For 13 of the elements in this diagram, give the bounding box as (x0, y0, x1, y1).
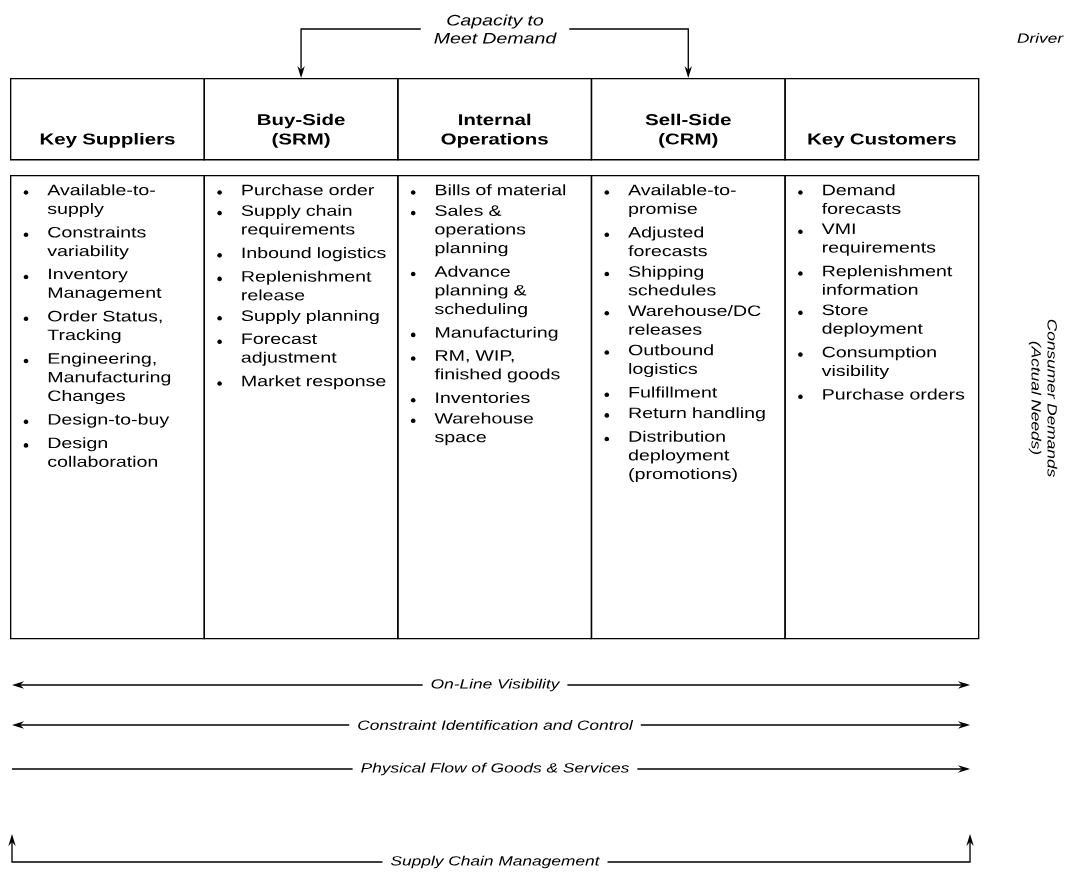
side-label: Driver (1017, 33, 1064, 43)
list-cell: Bills of material Sales & operations planning Advance planning & scheduling Manufacturing RM, WIP, finished goods Inventories Warehouse space (397, 175, 593, 640)
header-cell: Buy-Side (SRM) (203, 78, 399, 161)
side-label: Consumer Demands (Actual Needs) (1028, 319, 1058, 477)
header-cell: Key Customers (784, 78, 980, 161)
list-cell: Available-to-supply Constraints variability Inventory Management Order Status, Tracking Engineering, Manufacturing Changes Design-to-buy Design collaboration (10, 175, 205, 640)
header-cell: Key Suppliers (10, 78, 205, 161)
driver-label: Capacity to Meet Demand (434, 14, 557, 44)
list-cell: Demand forecasts VMI requirements Replenishment information Store deployment Consumption visibility Purchase orders (784, 175, 980, 640)
header-cell: Internal Operations (397, 78, 593, 161)
header-cell: Sell-Side (CRM) (590, 78, 786, 161)
list-cell: Available-to-promise Adjusted forecasts Shipping schedules Warehouse/DC releases Outbound logistics Fulfillment Return handling Distribution deployment (promotions) (590, 175, 786, 640)
list-cell: Purchase order Supply chain requirements Inbound logistics Replenishment release Supply planning Forecast adjustment Market response (203, 175, 399, 640)
